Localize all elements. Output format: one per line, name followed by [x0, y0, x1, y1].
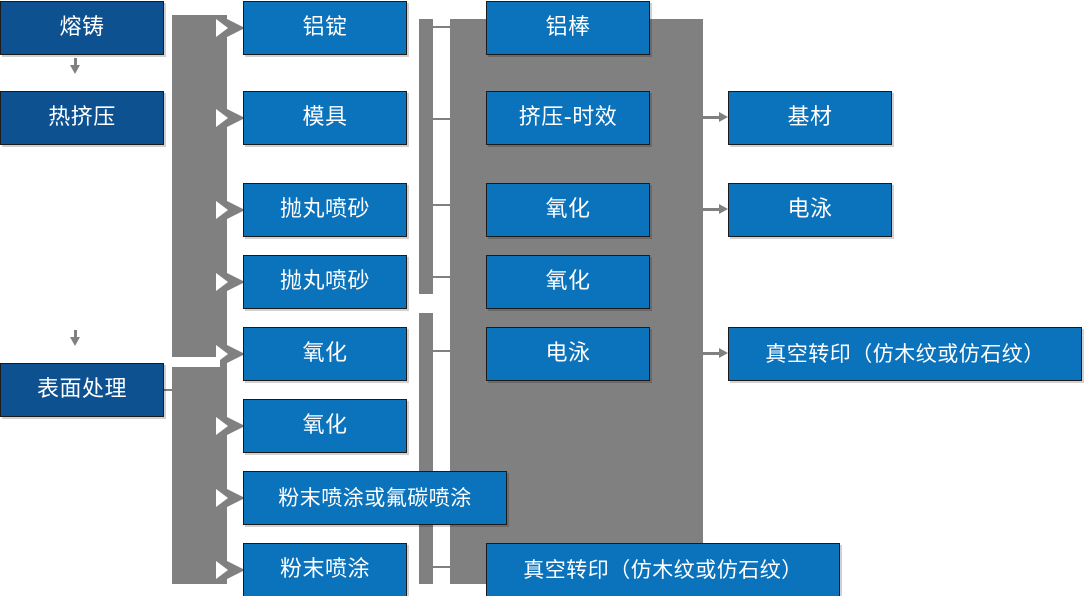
stage-box-melting-casting[interactable]: 熔铸 [0, 1, 164, 55]
connector-tick-3 [433, 204, 450, 206]
band-arrow-铝锭 [227, 19, 245, 37]
arrow-热挤压-to-表面处理 [70, 330, 81, 346]
arrow-熔铸-to-热挤压 [70, 58, 81, 74]
connector-tick-2 [433, 118, 450, 120]
connector-bar-subprocess-lower [419, 313, 433, 584]
band-arrow-氧化-1 [227, 345, 245, 363]
arrow-to-真空转印 [703, 348, 728, 359]
connector-bar-subprocess-upper [419, 19, 433, 294]
subprocess-box-shot-blasting-2[interactable]: 抛丸喷砂 [243, 255, 407, 309]
subprocess-box-aluminum-ingot[interactable]: 铝锭 [243, 1, 407, 55]
band-arrow-模具 [227, 109, 245, 127]
connector-tick-6 [433, 566, 450, 568]
connector-tick-1 [433, 26, 450, 28]
stage-box-hot-extrusion[interactable]: 热挤压 [0, 91, 164, 145]
band-arrow-粉末喷涂 [227, 561, 245, 579]
operation-box-vacuum-transfer-printing[interactable]: 真空转印（仿木纹或仿石纹） [486, 543, 840, 596]
subprocess-box-mold[interactable]: 模具 [243, 91, 407, 145]
connector-tick-4 [433, 276, 450, 278]
band-arrow-抛丸喷砂-1 [227, 201, 245, 219]
output-box-electrophoresis[interactable]: 电泳 [728, 183, 892, 237]
connector-band-stage-to-subprocess [172, 15, 227, 584]
band-arrow-抛丸喷砂-2 [227, 273, 245, 291]
operation-box-electrophoresis[interactable]: 电泳 [486, 327, 650, 381]
connector-tick-5 [433, 350, 450, 352]
operation-box-oxidation-2[interactable]: 氧化 [486, 255, 650, 309]
operation-box-extrusion-aging[interactable]: 挤压-时效 [486, 91, 650, 145]
subprocess-box-oxidation-1[interactable]: 氧化 [243, 327, 407, 381]
output-box-vacuum-transfer-printing[interactable]: 真空转印（仿木纹或仿石纹） [728, 327, 1082, 381]
subprocess-box-shot-blasting-1[interactable]: 抛丸喷砂 [243, 183, 407, 237]
subprocess-box-powder-or-fluorocarbon-coating[interactable]: 粉末喷涂或氟碳喷涂 [243, 471, 507, 525]
subprocess-box-powder-coating[interactable]: 粉末喷涂 [243, 543, 407, 596]
subprocess-box-oxidation-2[interactable]: 氧化 [243, 399, 407, 453]
band-clearance-top [164, 357, 220, 367]
arrow-to-电泳 [703, 204, 728, 215]
operation-box-aluminum-bar[interactable]: 铝棒 [486, 1, 650, 55]
output-box-base-material[interactable]: 基材 [728, 91, 892, 145]
arrow-to-基材 [703, 112, 728, 123]
band-arrow-粉末喷涂或氟碳喷涂 [227, 489, 245, 507]
band-arrow-氧化-2 [227, 417, 245, 435]
elbow-表面处理 [164, 389, 226, 391]
stage-box-surface-treatment[interactable]: 表面处理 [0, 363, 164, 417]
operation-box-oxidation-1[interactable]: 氧化 [486, 183, 650, 237]
